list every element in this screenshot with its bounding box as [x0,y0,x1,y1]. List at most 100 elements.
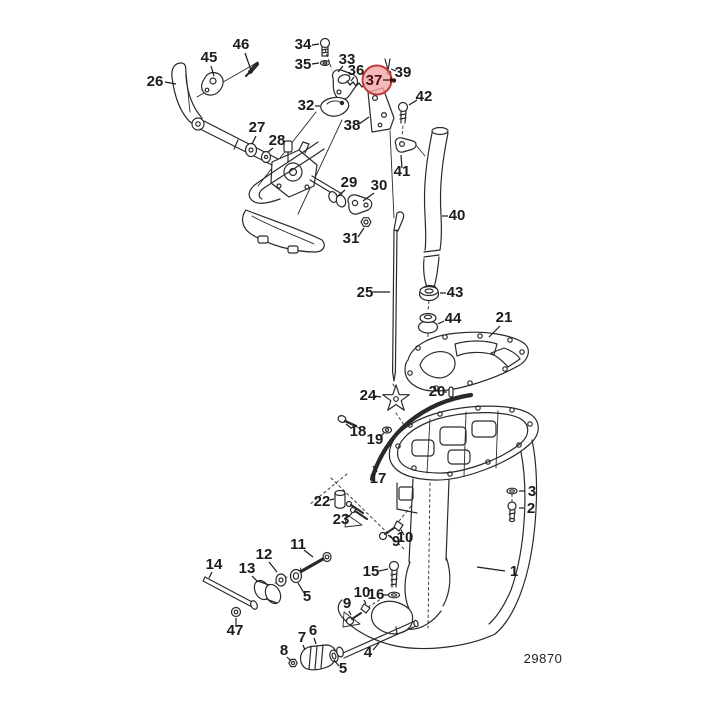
dowel-20 [448,386,454,398]
leader-line-14 [208,571,213,579]
part-label-10: 10 [354,584,371,601]
swivel-plate-32 [320,96,350,117]
leader-line-42 [408,99,418,106]
part-label-23: 23 [333,511,350,528]
leader-line-9 [387,534,394,540]
part-label-2: 2 [527,500,535,517]
leader-line-33 [337,65,344,73]
bushing-7-6 [299,644,337,671]
leader-line-21 [488,325,501,338]
washer-5-upper [289,568,303,584]
part-label-39: 39 [395,64,412,81]
leader-line-10 [400,529,405,536]
coupler-29 [328,191,347,208]
screw-9-lower [345,612,362,626]
part-label-1: 1 [510,563,518,580]
screw-9-upper [378,527,395,541]
leader-line-11 [303,549,314,558]
shift-rod-25 [392,211,405,382]
leader-line-12 [268,561,278,573]
nut-31 [360,217,372,227]
leader-line-39 [390,68,397,72]
bracket-41 [394,137,417,153]
part-label-46: 46 [233,36,250,53]
part-label-19: 19 [367,431,384,448]
part-label-11: 11 [290,536,306,553]
screw-18 [337,415,360,429]
rod-4 [342,619,419,659]
part-label-6: 6 [309,622,317,639]
leader-line-31 [357,227,365,238]
part-label-35: 35 [295,56,312,73]
anode-22 [334,489,346,509]
part-label-34: 34 [295,36,312,53]
part-label-16: 16 [368,586,385,603]
washer-28 [260,150,272,164]
leader-line-7 [302,644,306,651]
driveshaft-housing-1 [337,439,538,650]
part-label-33: 33 [339,51,356,68]
leader-line-17 [372,465,378,473]
clip-10-upper [393,520,404,532]
leader-line-45 [210,65,215,77]
part-label-32: 32 [298,97,315,114]
washer-19 [381,426,393,434]
washer-16 [387,591,401,599]
manifold-plate [241,209,325,254]
screws-23 [344,500,369,528]
leader-line-1 [476,566,506,572]
part-label-30: 30 [371,177,388,194]
leader-line-22 [329,498,335,501]
leader-line-5 [333,659,340,667]
bolt-34 [319,37,331,57]
washer-35 [319,59,331,66]
leader-line-10 [363,599,367,605]
part-label-4: 4 [364,644,373,661]
leader-line-15 [378,568,389,572]
part-label-12: 12 [256,546,273,563]
impeller-washer-24 [382,384,410,411]
part-label-10: 10 [397,529,414,546]
part-label-15: 15 [363,563,380,580]
part-label-28: 28 [269,132,286,149]
water-tube-40 [423,126,449,292]
leader-line-9 [348,610,352,616]
leader-line-18 [345,423,352,429]
part-label-43: 43 [447,284,464,301]
washer-5-lower [329,646,344,663]
part-label-21: 21 [496,309,513,326]
leader-line-44 [437,320,445,325]
bolt-42 [397,101,409,124]
leader-line-34 [311,43,320,46]
part-label-26: 26 [147,73,164,90]
nut-8 [288,658,298,668]
part-label-13: 13 [239,560,256,577]
part-label-24: 24 [360,387,377,404]
flange-plate [388,405,539,481]
drawing-number: 29870 [524,651,563,666]
leader-line-19 [379,432,385,438]
part-label-44: 44 [445,310,462,327]
part-label-36: 36 [348,62,365,79]
part-label-17: 17 [370,470,387,487]
clip-47 [230,606,242,618]
washer-3 [506,487,518,495]
part-label-31: 31 [343,230,360,247]
arrowhead-37 [390,77,396,83]
washer-27 [244,142,258,158]
part-label-18: 18 [350,423,367,440]
leader-line-27 [251,135,257,145]
leader-line-24 [374,395,382,398]
grommet-44 [417,312,439,334]
leader-line-6 [313,637,317,645]
part-label-8: 8 [280,642,288,659]
part-label-9: 9 [392,533,400,550]
part-label-45: 45 [201,49,218,66]
leader-line-30 [362,192,375,202]
shift-cable-tube [248,141,325,204]
washer-12 [275,573,287,587]
bolt-15 [388,560,400,588]
